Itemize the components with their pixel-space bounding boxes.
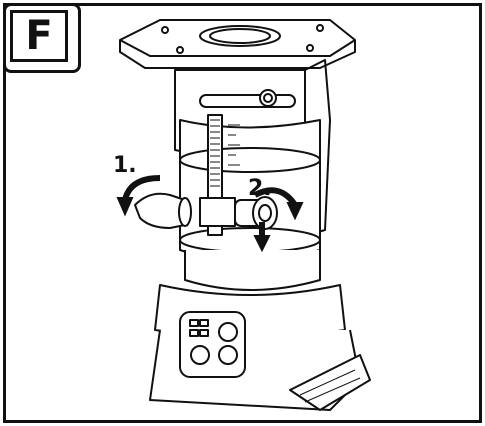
step-1-label: 1.	[113, 153, 137, 178]
panel-label-box: F	[3, 3, 81, 73]
router-motor-icon	[119, 19, 371, 411]
step-2-label: 2.	[248, 176, 272, 201]
depth-lever	[134, 192, 186, 229]
battery-slot-icon	[289, 354, 371, 411]
rotation-arrow-icon	[116, 175, 304, 253]
panel-letter: F	[10, 10, 68, 62]
panel-frame	[3, 3, 482, 423]
control-panel-icon	[179, 311, 246, 378]
